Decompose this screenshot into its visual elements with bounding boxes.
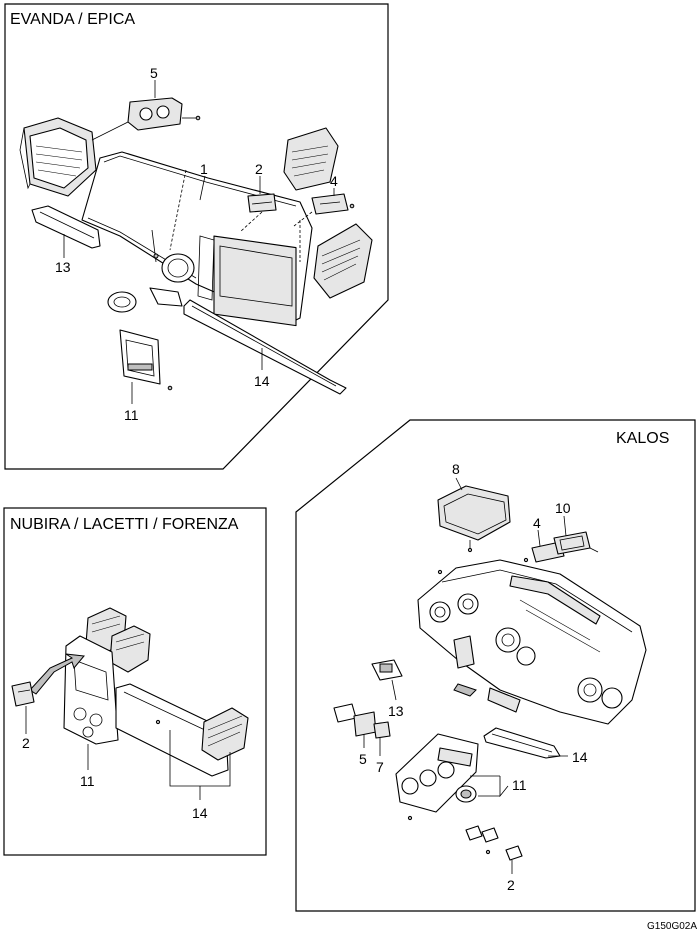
- callout-evanda-14: 14: [254, 373, 270, 389]
- callout-evanda-4: 4: [330, 173, 338, 189]
- callout-kalos-8: 8: [452, 461, 460, 477]
- leader-kalos-4: [537, 529, 541, 547]
- leader-evanda-1: [199, 175, 206, 201]
- callout-kalos-11: 11: [512, 777, 527, 793]
- leader-evanda-4-dash: [293, 211, 313, 227]
- kalos-instrument-panel: [417, 559, 647, 725]
- leader-kalos-11: [470, 775, 509, 798]
- leader-kalos-10: [563, 515, 567, 537]
- callout-kalos-13: 13: [388, 703, 404, 719]
- trim-strip-part-13: [31, 205, 101, 249]
- callout-nubira-11: 11: [80, 773, 95, 789]
- switch-part-2-kalos: [465, 825, 523, 861]
- callout-kalos-10: 10: [555, 500, 571, 516]
- switch-part-2-nubira: [11, 681, 35, 707]
- callout-evanda-5: 5: [150, 65, 158, 81]
- display-part-10: [553, 531, 599, 555]
- leader-vent-switch: [91, 121, 129, 141]
- switch-part-7-kalos: [373, 721, 391, 739]
- lower-trim-part-14: [183, 299, 347, 395]
- panel-kalos: KALOS: [295, 419, 696, 912]
- right-upper-air-vent: [283, 127, 339, 191]
- center-console-part-11: [63, 635, 119, 745]
- panel-kalos-title: KALOS: [616, 430, 669, 447]
- panel-nubira-title: NUBIRA / LACETTI / FORENZA: [10, 516, 239, 533]
- callout-kalos-4: 4: [533, 515, 541, 531]
- panel-evanda-title: EVANDA / EPICA: [10, 11, 135, 28]
- leader-nubira-14: [169, 730, 231, 800]
- callout-nubira-2: 2: [22, 735, 30, 751]
- leader-kalos-8: [455, 477, 463, 491]
- switch-part-5-kalos: [333, 703, 377, 737]
- install-arrow: [29, 653, 85, 695]
- right-lower-air-vent: [313, 223, 373, 299]
- gauge-ring: [107, 291, 137, 313]
- callout-kalos-2: 2: [507, 877, 515, 893]
- callout-evanda-13: 13: [55, 259, 71, 275]
- callout-evanda-2: 2: [255, 161, 263, 177]
- bracket: [149, 287, 183, 307]
- nubira-right-air-vent: [201, 707, 249, 761]
- leader-kalos-13: [391, 679, 397, 701]
- callout-kalos-5: 5: [359, 751, 367, 767]
- panel-evanda-epica: EVANDA / EPICA: [4, 3, 389, 470]
- panel-nubira-lacetti-forenza: NUBIRA / LACETTI / FORENZA: [3, 507, 267, 856]
- switch-part-2: [247, 193, 277, 213]
- callout-evanda-1: 1: [200, 161, 208, 177]
- panel-nubira-frame: [3, 507, 267, 856]
- callout-kalos-14: 14: [572, 749, 588, 765]
- callout-evanda-11: 11: [124, 407, 139, 423]
- switch-part-13-kalos: [371, 659, 403, 681]
- leader-evanda-1-dash: [169, 169, 187, 251]
- figure-code: G150G02A: [647, 921, 697, 932]
- nubira-center-air-vents: [85, 607, 151, 673]
- switch-assembly-part-5: [127, 97, 201, 131]
- switch-part-4: [311, 193, 355, 215]
- kalos-center-console-part-11: [395, 733, 479, 821]
- meter-hood-part-8: [437, 485, 511, 553]
- callout-nubira-14: 14: [192, 805, 208, 821]
- left-air-vent: [19, 117, 97, 197]
- callout-kalos-7: 7: [376, 759, 384, 775]
- center-bezel-part-11: [119, 329, 173, 391]
